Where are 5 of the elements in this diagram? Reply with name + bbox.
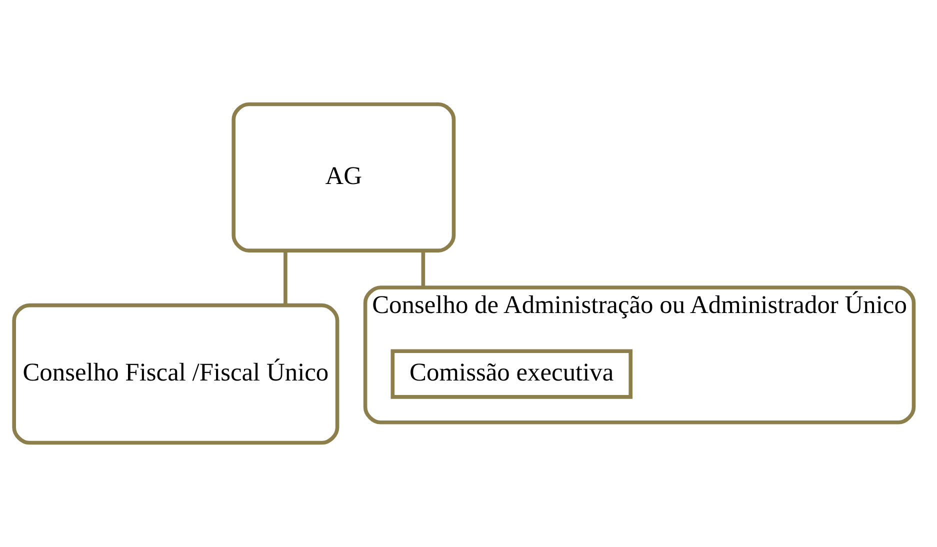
node-box: Comissão executiva (390, 349, 632, 399)
node-box: Conselho Fiscal /Fiscal Único (12, 303, 339, 445)
connector (283, 250, 287, 305)
node-box: AG (231, 102, 456, 252)
connector (420, 250, 425, 288)
